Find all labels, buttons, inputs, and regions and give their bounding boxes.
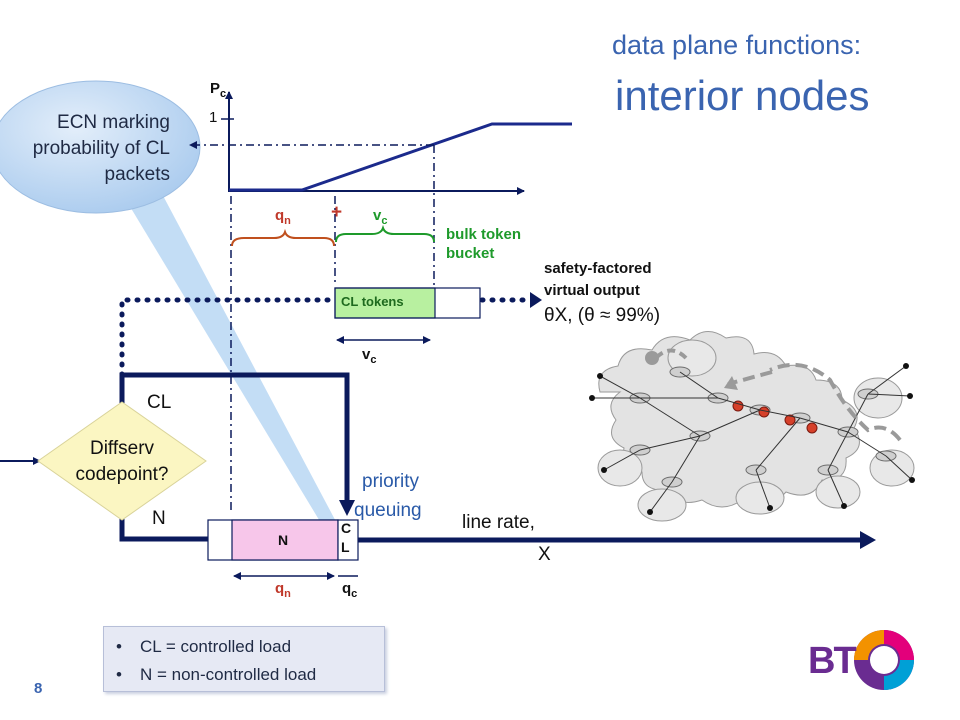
graph-y-label: Pc	[210, 80, 227, 100]
priority-queuing-label: priority queuing	[354, 471, 422, 521]
cl-path	[119, 372, 350, 505]
diffserv-codepoint-text: Diffserv codepoint?	[75, 438, 169, 485]
ecn-callout-bubble	[0, 80, 201, 214]
line-rate-x: X	[538, 544, 551, 565]
network-cloud-illustration	[589, 331, 915, 522]
vc-brace	[335, 224, 435, 243]
legend-item-n: N = non-controlled load	[116, 661, 384, 689]
slide-title-line1: data plane functions:	[612, 30, 862, 60]
cl-tokens-label: CL tokens	[341, 294, 404, 309]
formula-qn: qn	[275, 207, 291, 227]
token-dotted-path	[119, 297, 336, 388]
formula-vc: vc	[373, 207, 388, 227]
bt-logo-text: BT	[808, 640, 857, 682]
queue-qc-label: qc	[342, 580, 358, 600]
graph-tick-one: 1	[209, 109, 218, 126]
cl-tokens-bucket	[334, 287, 481, 319]
n-queue-label: N	[278, 532, 289, 548]
page-number: 8	[34, 680, 43, 697]
qn-brace	[231, 228, 335, 247]
bulk-token-bucket-label: bulk token bucket	[446, 226, 522, 262]
queue-qn-label: qn	[275, 580, 291, 600]
cl-path-label: CL	[147, 392, 172, 413]
n-path-label: N	[152, 508, 166, 529]
slide-title-line2: interior nodes	[615, 72, 870, 119]
legend-item-cl: CL = controlled load	[116, 633, 384, 661]
bt-logo	[854, 630, 914, 690]
cl-queue-label: C L	[341, 520, 352, 555]
probability-curve	[229, 122, 572, 192]
n-queue-fill	[231, 519, 339, 561]
line-rate-label: line rate,	[462, 512, 535, 533]
formula-plus: +	[331, 202, 343, 223]
cl-tokens-fill	[334, 287, 436, 319]
virtual-output-label: safety-factored virtual output	[544, 260, 652, 299]
virtual-output-formula: θX, (θ ≈ 99%)	[544, 305, 661, 326]
diffserv-diamond	[37, 401, 207, 521]
legend-box: CL = controlled load N = non-controlled …	[103, 626, 385, 692]
bucket-vc-label: vc	[362, 346, 377, 366]
ecn-callout-text: ECN marking probability of CL packets	[32, 112, 170, 185]
callout-tail	[120, 190, 350, 548]
